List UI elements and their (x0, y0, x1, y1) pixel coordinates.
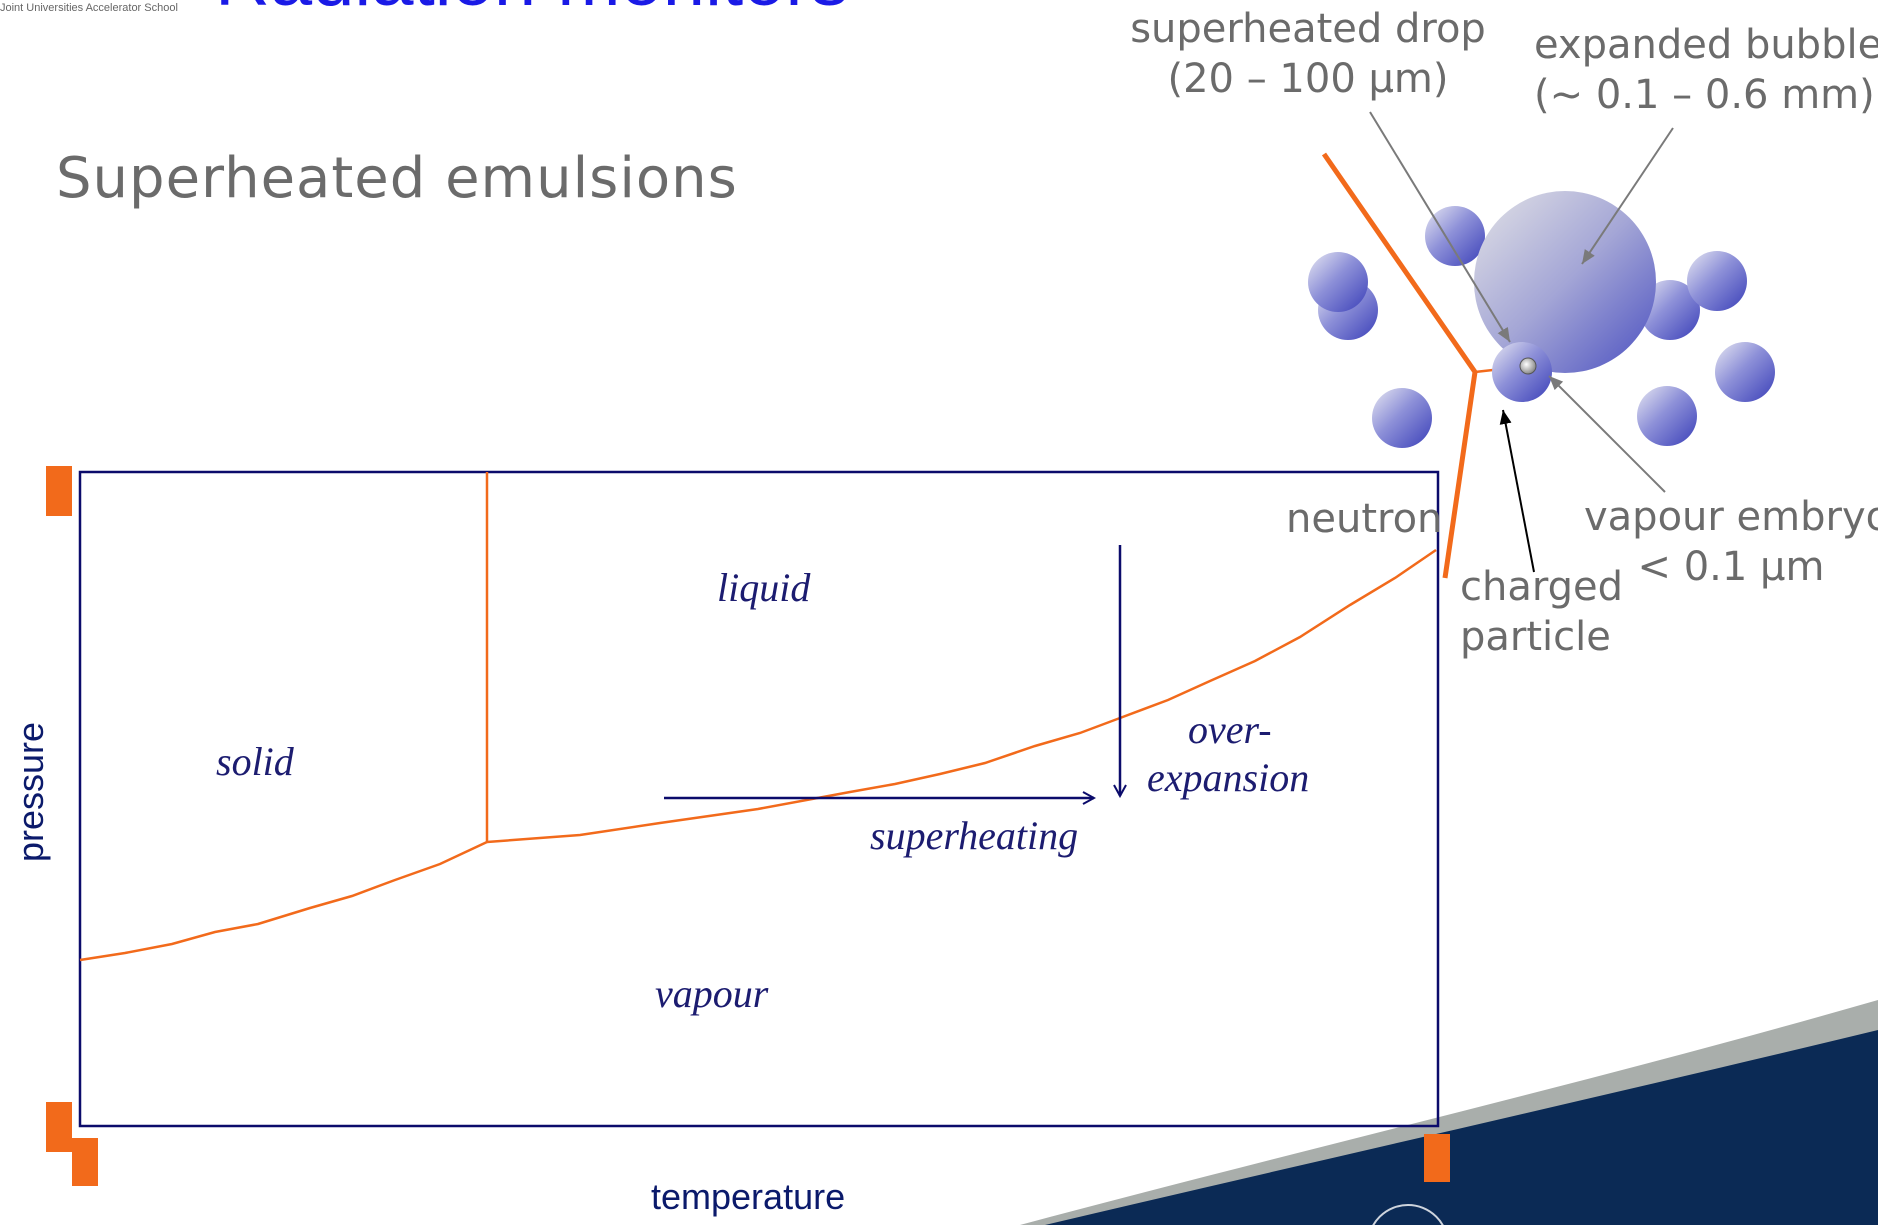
drop (1372, 388, 1432, 448)
y-axis-label: pressure (10, 721, 51, 862)
footer-swoosh-navy (1045, 1030, 1878, 1225)
region-label-liquid: liquid (717, 565, 811, 610)
charged-particle-label-line1: charged (1460, 564, 1623, 610)
solid-vapour-boundary (79, 840, 488, 962)
liquid-vapour-boundary (486, 548, 1437, 844)
slide-subtitle: Superheated emulsions (56, 146, 738, 211)
expanded-bubble-label-line2: (~ 0.1 – 0.6 mm) (1534, 72, 1875, 118)
vapour-embryo-leader (1548, 375, 1666, 493)
phase-diagram-frame (78, 470, 1440, 1128)
x-axis-label: temperature (651, 1176, 846, 1217)
region-label-solid: solid (216, 739, 294, 784)
charged-particle-leader (1499, 409, 1535, 573)
superheated-drop-label-line2: (20 – 100 μm) (1167, 56, 1449, 102)
drop (1308, 252, 1368, 312)
charged-particle-label: charged particle (1460, 562, 1623, 662)
region-label-over-expansion-2: expansion (1147, 755, 1310, 800)
bracket-bottom-right (1424, 1134, 1450, 1182)
charged-particle-label-line2: particle (1460, 614, 1611, 660)
vapour-embryo-label-line2: < 0.1 μm (1637, 544, 1825, 590)
expanded-bubble-leader (1581, 127, 1674, 265)
logo-text: Joint Universities Accelerator School (0, 2, 178, 14)
vapour-embryo-label-line1: vapour embryo (1584, 494, 1878, 540)
region-label-vapour: vapour (655, 971, 769, 1016)
bracket-bottom-left-a (46, 1102, 72, 1152)
superheating-label: superheating (870, 813, 1079, 858)
drop (1425, 206, 1485, 266)
vapour-embryo-label: vapour embryo < 0.1 μm (1584, 492, 1878, 592)
expanded-bubble (1474, 191, 1656, 373)
drop (1637, 386, 1697, 446)
region-label-over-expansion-1: over- (1188, 707, 1272, 752)
superheated-drop-label: superheated drop (20 – 100 μm) (1128, 4, 1488, 104)
superheated-drop-leader (1369, 111, 1511, 343)
superheated-drop-label-line1: superheated drop (1130, 6, 1486, 52)
neutron-label: neutron (1286, 496, 1443, 542)
bracket-bottom-left-b (72, 1138, 98, 1186)
vapour-embryo (1519, 357, 1537, 375)
bracket-top-left (46, 466, 72, 516)
footer-seal (1372, 1204, 1444, 1225)
drop (1715, 342, 1775, 402)
page-title: Radiation monitors (215, 0, 849, 18)
expanded-bubble-label: expanded bubble (~ 0.1 – 0.6 mm) (1534, 20, 1878, 120)
drop (1687, 251, 1747, 311)
expanded-bubble-label-line1: expanded bubble (1534, 22, 1878, 68)
